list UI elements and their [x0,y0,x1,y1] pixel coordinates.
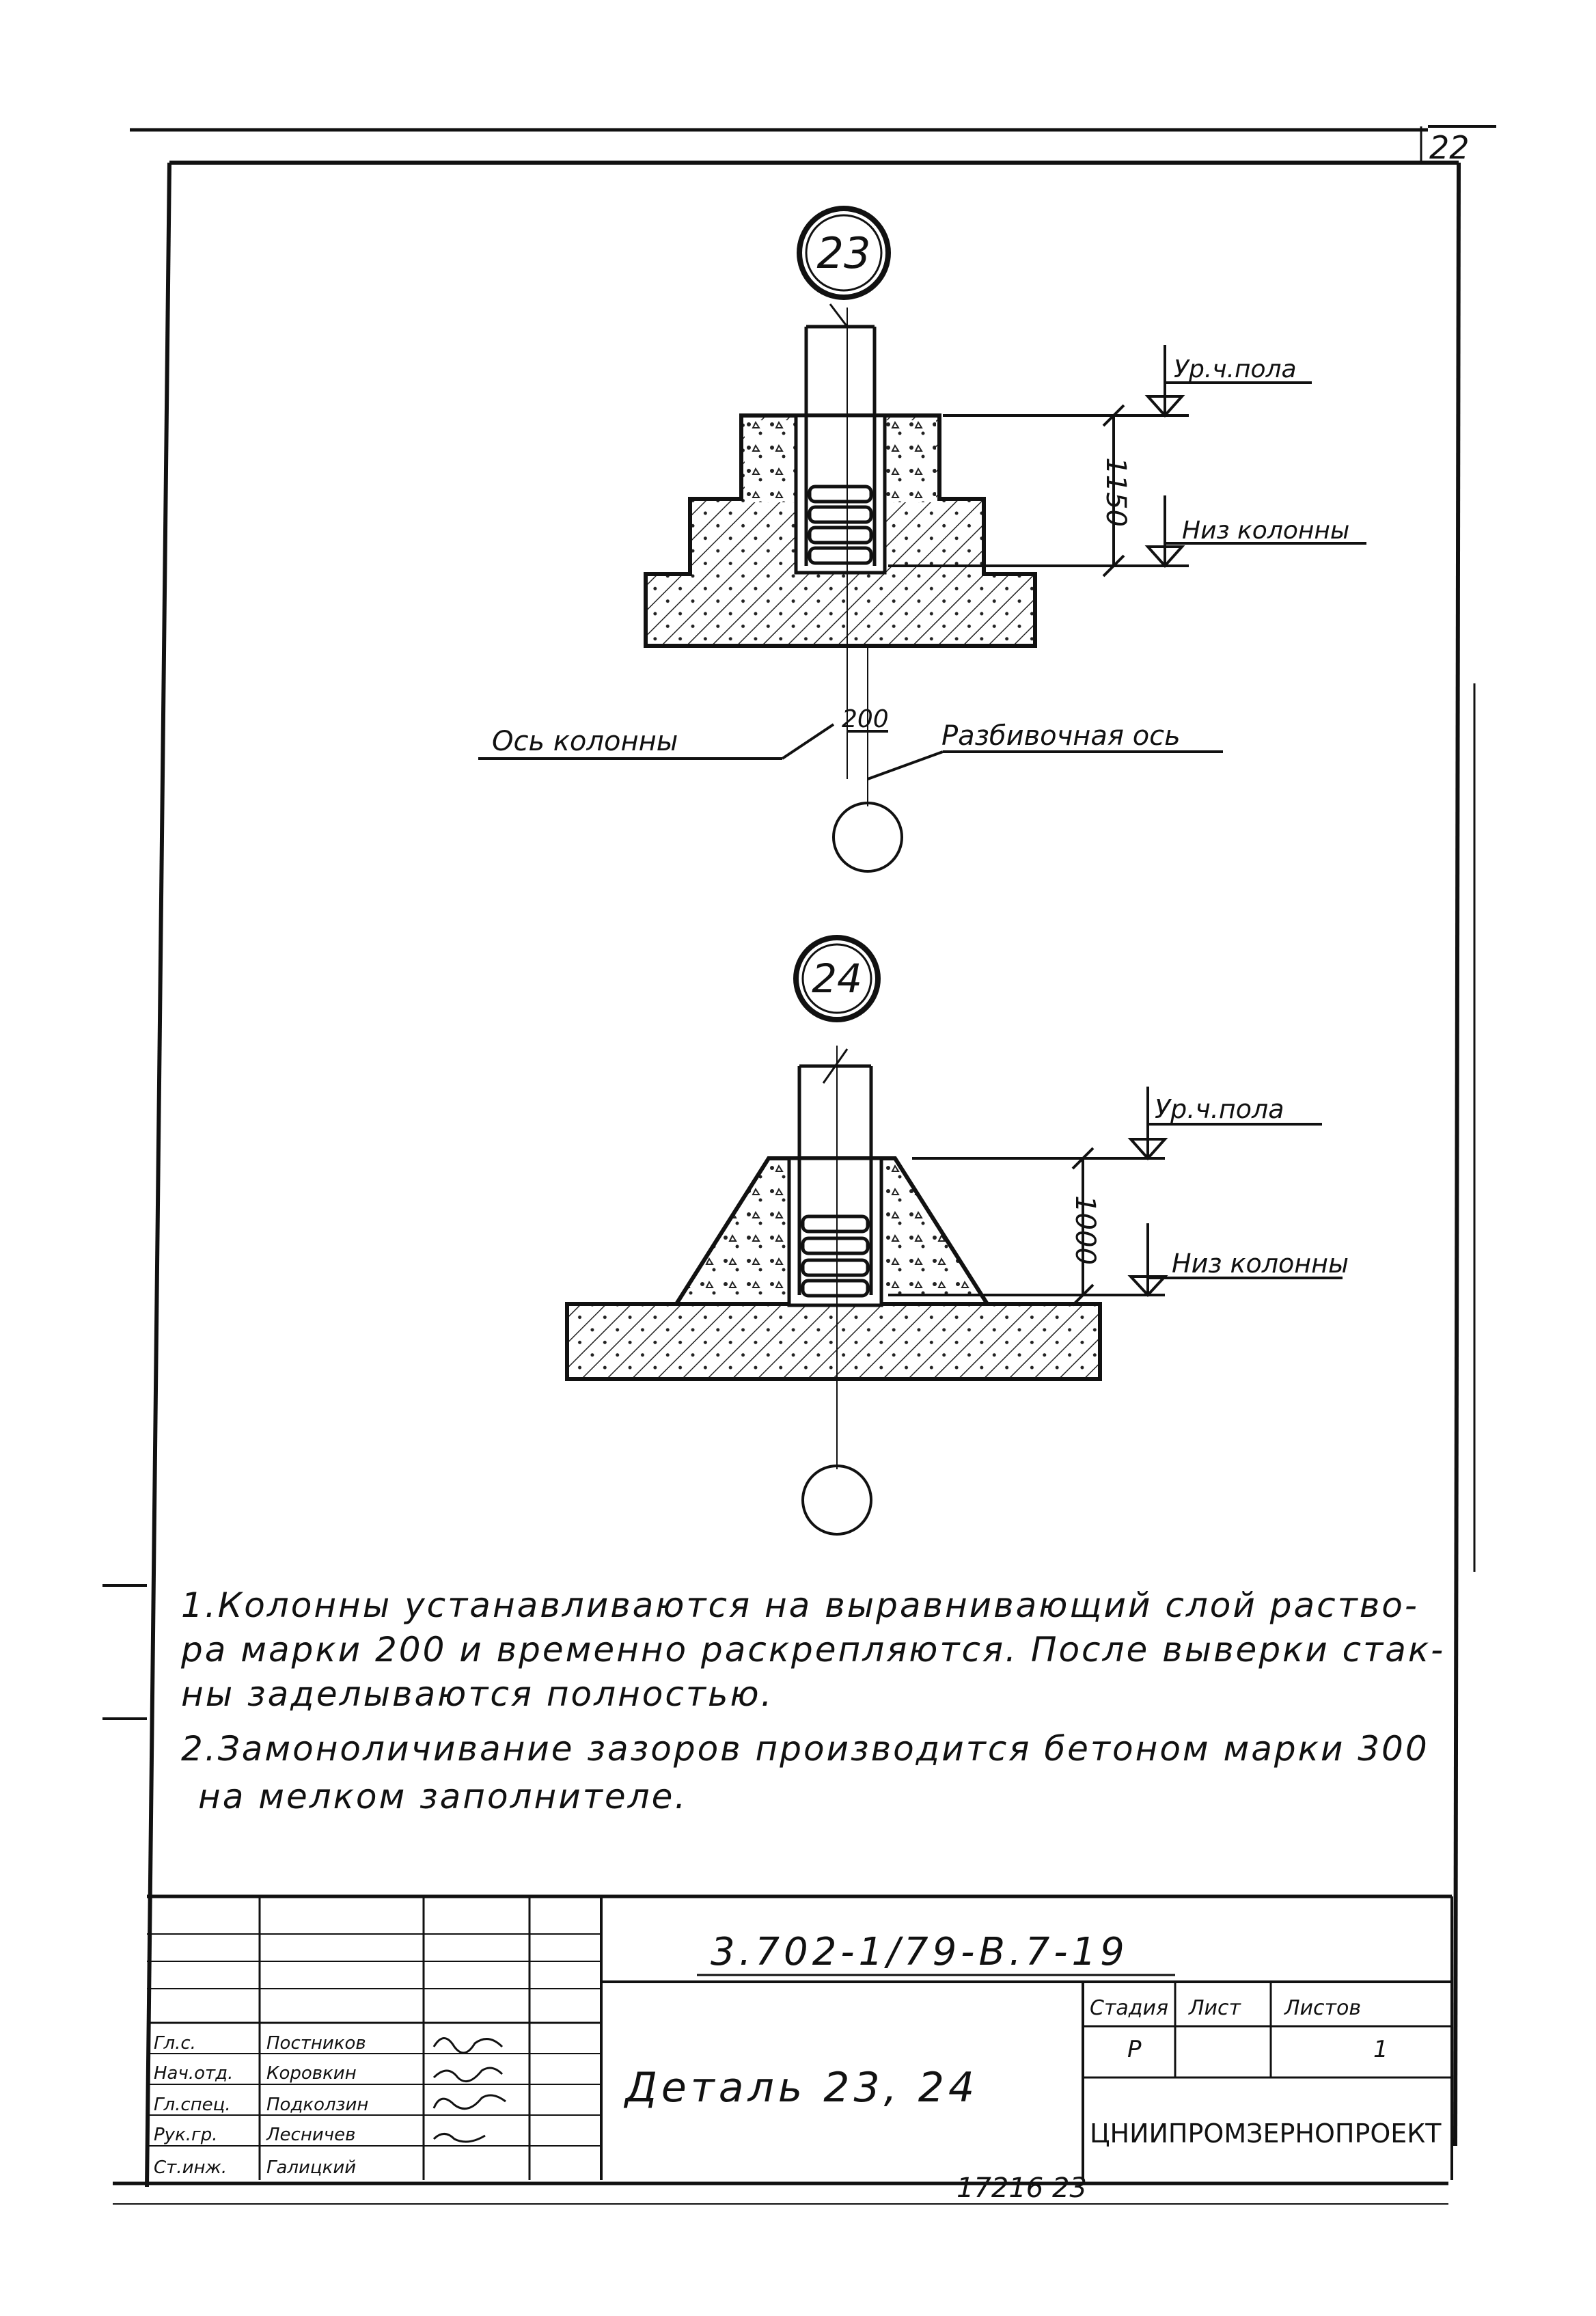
detail-23-shims [808,485,873,565]
detail-24-shims [801,1214,870,1298]
detail-24-number: 24 [812,955,862,1002]
detail-23-dimension-line [1102,404,1125,577]
stage-value: Р [1127,2036,1142,2063]
detail-24: 24 Ур.ч.пола [565,935,1349,1536]
signature-roles: Гл.с. Нач.отд. Гл.спец. Рук.гр. Ст.инж. … [154,2033,368,2178]
detail-24-column-bottom-label: Низ колонны [1172,1249,1349,1279]
stage-header: Стадия [1090,1996,1168,2020]
sheets-header: Листов [1284,1996,1361,2020]
detail-23-column-bottom-mark [888,495,1366,569]
detail-24-axis-marker [801,1464,872,1536]
detail-23-column-bottom-label: Низ колонны [1182,517,1349,545]
role-4: Рук.гр. [154,2125,217,2145]
role-5: Ст.инж. [154,2157,227,2178]
detail-23-axis-marker [832,802,903,873]
bottom-stamp: 17216 23 [957,2172,1087,2204]
note-line-2: ра марки 200 и временно раскрепляются. П… [181,1630,1446,1670]
name-3: Подколзин [266,2095,368,2115]
detail-23: 23 Ур.ч.пола [478,206,1366,873]
note-line-1: 1.Колонны устанавливаются на выравнивающ… [181,1585,1419,1625]
detail-24-base-slab [565,1302,1102,1381]
detail-23-axis-leaders [478,646,1223,806]
signatures [432,2037,506,2143]
drawing-title: Деталь 23, 24 [623,2064,978,2112]
name-2: Коровкин [266,2063,357,2084]
detail-23-floor-level-label: Ур.ч.пола [1174,355,1297,383]
organization: ЦНИИПРОМЗЕРНОПРОЕКТ [1090,2119,1442,2149]
note-line-4: 2.Замоноличивание зазоров производится б… [181,1729,1429,1769]
detail-24-depth: 1000 [1069,1195,1101,1265]
name-4: Лесничев [266,2125,355,2145]
doc-code: 3.702-1/79-В.7-19 [711,1930,1129,1974]
detail-24-floor-level-mark [912,1087,1322,1161]
detail-24-column [797,1046,873,1469]
detail-23-floor-level-mark [943,345,1312,418]
sheets-value: 1 [1373,2036,1388,2063]
detail-24-column-bottom-mark [888,1223,1343,1297]
detail-24-dimension-line [1071,1147,1095,1307]
name-5: Галицкий [266,2157,356,2178]
note-line-5: на мелком заполнителе. [198,1777,688,1816]
detail-23-marker [797,206,891,300]
name-1: Постников [266,2033,366,2054]
note-line-3: ны заделываются полностью. [181,1674,774,1714]
detail-23-number: 23 [817,228,871,278]
role-3: Гл.спец. [154,2095,231,2115]
detail-23-layout-axis-label: Разбивочная ось [941,720,1181,752]
detail-24-floor-level-label: Ур.ч.пола [1155,1094,1284,1124]
title-block [147,1894,1453,2180]
role-1: Гл.с. [154,2033,196,2054]
detail-23-column-axis-label: Ось колонны [492,726,678,757]
role-2: Нач.отд. [154,2063,233,2084]
page-number: 22 [1429,129,1470,166]
detail-23-depth: 1150 [1100,457,1131,527]
detail-24-marker [793,935,881,1022]
sheet-frame [102,125,1496,2205]
sheet-header: Лист [1188,1996,1242,2020]
detail-23-offset: 200 [842,705,889,733]
